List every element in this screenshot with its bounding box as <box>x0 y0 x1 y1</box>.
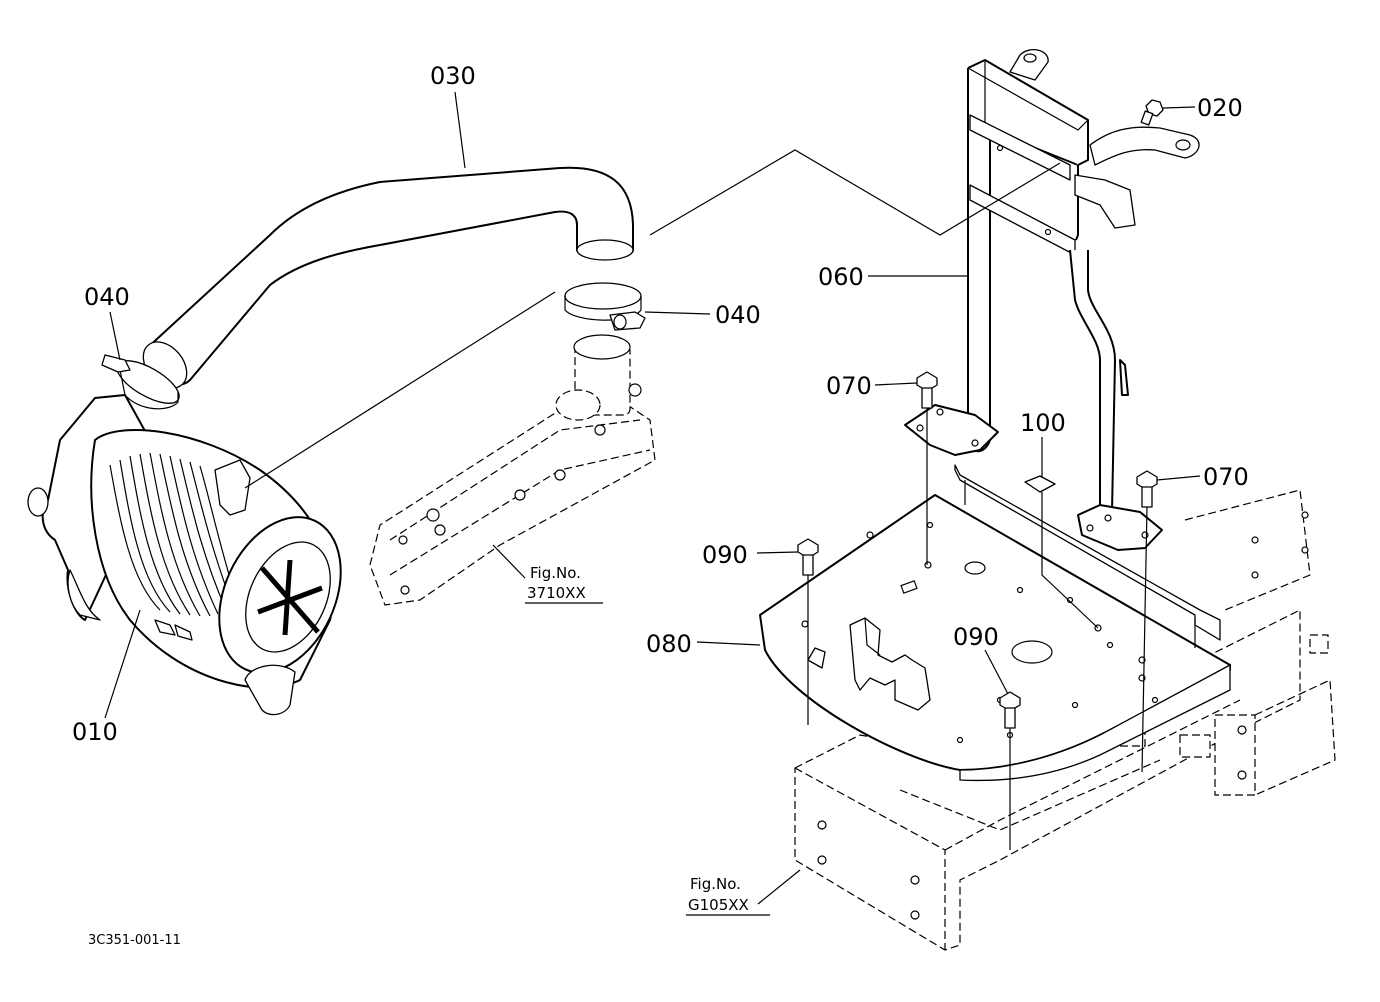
label-100: 100 <box>1020 409 1066 437</box>
diagram-code: 3C351-001-11 <box>88 933 181 948</box>
base-plate-080 <box>759 464 1231 782</box>
bolt-070-b <box>1136 470 1158 508</box>
cushion-100 <box>1024 475 1056 493</box>
hose-clamp-040-b <box>564 282 646 331</box>
air-cleaner-010 <box>27 394 342 716</box>
fig-ref-g105xx-title: Fig.No. <box>690 875 741 893</box>
label-010: 010 <box>72 718 118 746</box>
intake-manifold-3710xx <box>369 334 656 606</box>
bolt-070-a <box>916 371 938 409</box>
label-040-a: 040 <box>84 283 130 311</box>
bolt-090-a <box>797 538 819 576</box>
label-030: 030 <box>430 62 476 90</box>
label-070-a: 070 <box>826 372 872 400</box>
label-090-a: 090 <box>702 541 748 569</box>
air-hose-030 <box>142 166 634 389</box>
label-020: 020 <box>1197 94 1243 122</box>
label-090-b: 090 <box>953 623 999 651</box>
fig-ref-g105xx-number: G105XX <box>688 896 749 914</box>
bolt-020 <box>1140 99 1164 126</box>
leader-lines <box>104 91 1201 905</box>
figure-references: Fig.No. 3710XX Fig.No. G105XX <box>525 564 770 916</box>
label-060: 060 <box>818 263 864 291</box>
fig-ref-3710xx-number: 3710XX <box>527 584 586 602</box>
connection-lines <box>244 149 1061 489</box>
fig-ref-3710xx-title: Fig.No. <box>530 564 581 582</box>
label-040-b: 040 <box>715 301 761 329</box>
label-080: 080 <box>646 630 692 658</box>
label-070-b: 070 <box>1203 463 1249 491</box>
stand-frame-060 <box>904 49 1200 551</box>
part-labels: 030 020 040 040 060 070 070 100 090 090 … <box>72 62 1249 746</box>
